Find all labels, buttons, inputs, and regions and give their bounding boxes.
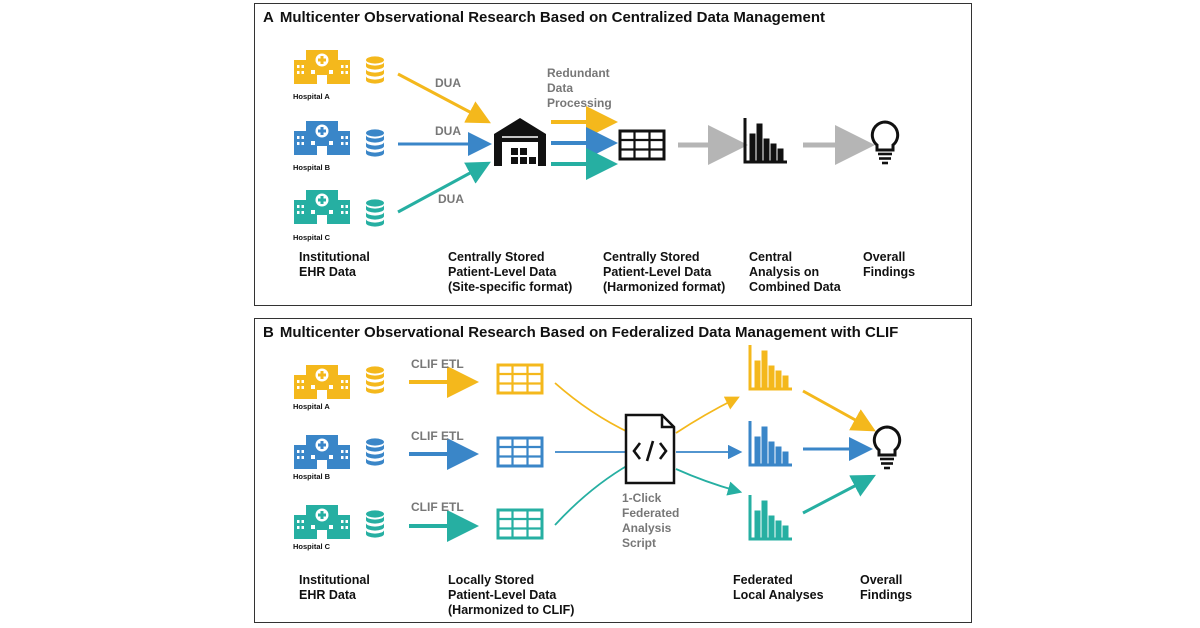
harmonized-table-icon: [618, 129, 666, 161]
hospital-b-name: Hospital B: [293, 163, 331, 172]
local-table-c-icon: [496, 508, 544, 540]
panel-b-title: B Multicenter Observational Research Base…: [263, 324, 898, 341]
database-b-icon: [366, 438, 384, 466]
central-site-label: Centrally Stored Patient-Level Data (Sit…: [448, 250, 573, 294]
hospital-c-name: Hospital C: [293, 233, 331, 242]
hospital-b-icon: [294, 121, 350, 155]
hospital-b-icon: [294, 435, 350, 469]
bar-chart-b-icon: [748, 419, 794, 467]
central-harmonized-label: Centrally Stored Patient-Level Data (Har…: [603, 250, 726, 294]
final-arrow-a: [802, 389, 876, 432]
etl-label-a: CLIF ETL: [411, 357, 464, 371]
curve-out-c: [675, 468, 743, 496]
panel-a-title-text: Multicenter Observational Research Based…: [279, 9, 825, 26]
hospital-b-name: Hospital B: [293, 472, 331, 481]
hospital-a-icon: [294, 50, 350, 84]
panel-b-title-text: Multicenter Observational Research Based…: [279, 324, 899, 341]
hospital-c-name: Hospital C: [293, 542, 331, 551]
panel-b: B Multicenter Observational Research Base…: [254, 318, 972, 623]
redundant-processing-label: Redundant Data Processing: [547, 66, 612, 110]
dua-label-b: DUA: [435, 124, 461, 138]
local-label: Locally Stored Patient-Level Data (Harmo…: [448, 573, 575, 617]
lightbulb-icon: [872, 425, 902, 470]
dua-arrow-c: [397, 161, 491, 214]
code-file-icon: [624, 413, 676, 485]
overall-findings-label-b: Overall Findings: [860, 573, 913, 602]
database-b-icon: [366, 129, 384, 157]
panel-b-letter: B: [263, 324, 274, 341]
hospital-a-name: Hospital A: [293, 402, 330, 411]
panel-b-diagram: [294, 343, 902, 542]
institutional-label-b: Institutional EHR Data: [299, 573, 370, 602]
warehouse-icon: [494, 118, 546, 166]
database-a-icon: [366, 56, 384, 84]
institutional-label-a: Institutional EHR Data: [299, 250, 370, 279]
database-c-icon: [366, 510, 384, 538]
database-c-icon: [366, 199, 384, 227]
panel-a-title: A Multicenter Observational Research Base…: [263, 9, 825, 26]
final-arrow-c: [802, 474, 876, 515]
hospital-c-icon: [294, 190, 350, 224]
panel-a-diagram: [294, 50, 900, 227]
bar-chart-icon: [743, 116, 789, 164]
hospital-a-icon: [294, 365, 350, 399]
hospital-c-icon: [294, 505, 350, 539]
dua-label-a: DUA: [435, 76, 461, 90]
curve-in-c: [554, 463, 631, 526]
dua-arrow-a: [397, 72, 491, 124]
script-label: 1-Click Federated Analysis Script: [622, 491, 680, 550]
bar-chart-a-icon: [748, 343, 794, 391]
curve-in-a: [554, 382, 631, 434]
database-a-icon: [366, 366, 384, 394]
local-table-a-icon: [496, 363, 544, 395]
etl-label-b: CLIF ETL: [411, 429, 464, 443]
dua-label-c: DUA: [438, 192, 464, 206]
federated-label: Federated Local Analyses: [733, 573, 824, 602]
panel-a: A Multicenter Observational Research Base…: [254, 3, 972, 306]
overall-findings-label-a: Overall Findings: [863, 250, 916, 279]
bar-chart-c-icon: [748, 493, 794, 541]
etl-label-c: CLIF ETL: [411, 500, 464, 514]
curve-out-a: [675, 396, 740, 434]
panel-a-letter: A: [263, 9, 274, 26]
lightbulb-icon: [870, 120, 900, 165]
hospital-a-name: Hospital A: [293, 92, 330, 101]
central-analysis-label: Central Analysis on Combined Data: [749, 250, 841, 294]
local-table-b-icon: [496, 436, 544, 468]
